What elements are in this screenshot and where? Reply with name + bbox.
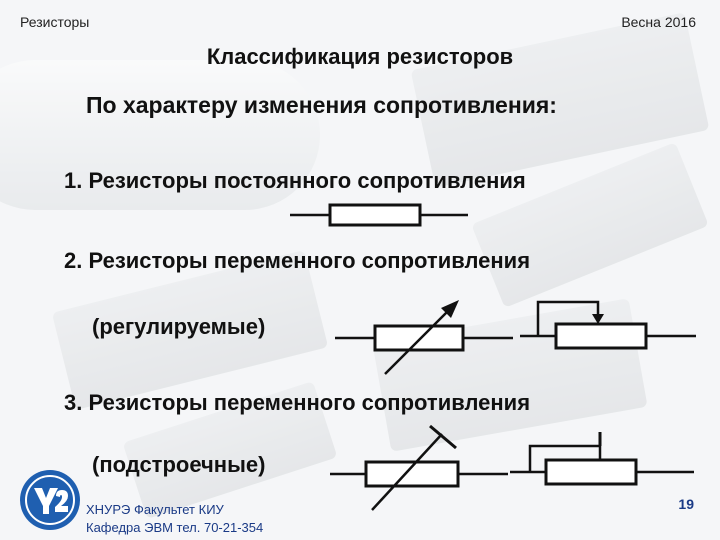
potentiometer-symbol (520, 300, 696, 350)
variable-resistor-symbol (335, 300, 513, 375)
variable-resistors-type: (регулируемые) (92, 314, 266, 339)
item-fixed-resistors: 1. Резисторы постоянного сопротивления (64, 168, 526, 193)
fixed-resistor-symbol (290, 203, 468, 227)
trimmer-resistor-symbol (330, 424, 508, 511)
footer-university: ХНУРЭ Факультет КИУ (86, 502, 224, 517)
item-trimmer-resistors: 3. Резисторы переменного сопротивления (64, 390, 531, 415)
header-semester: Весна 2016 (621, 14, 696, 30)
slide-title: Классификация резисторов (206, 44, 514, 69)
slide-subtitle: По характеру изменения сопротивления: (86, 92, 557, 118)
header-topic: Резисторы (20, 14, 90, 30)
page-number: 19 (678, 496, 694, 512)
trimmer-potentiometer-symbol (510, 432, 694, 486)
item-variable-resistors: 2. Резисторы переменного сопротивления (64, 248, 531, 273)
footer-department: Кафедра ЭВМ тел. 70-21-354 (86, 520, 264, 535)
trimmer-resistors-type: (подстроечные) (92, 452, 266, 477)
university-logo-icon (20, 470, 80, 530)
